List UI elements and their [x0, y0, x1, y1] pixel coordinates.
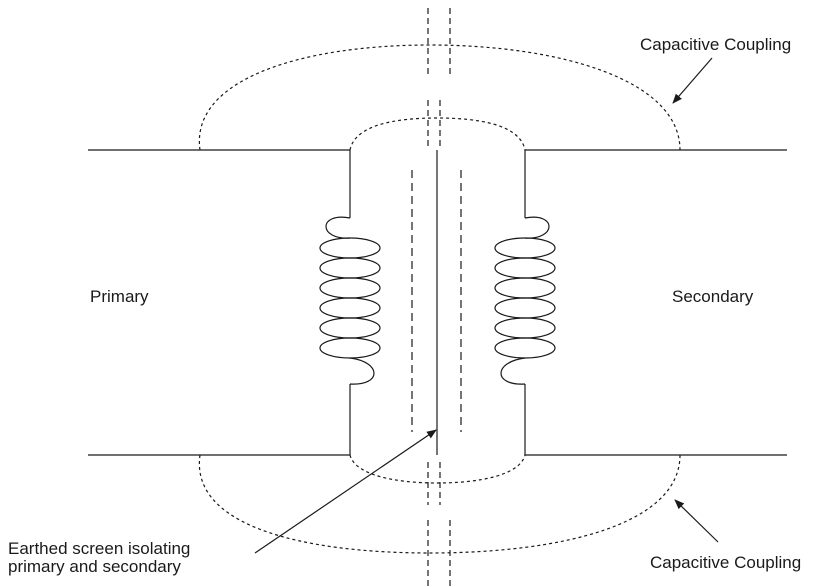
primary-label: Primary [90, 287, 149, 306]
secondary-coil [494, 216, 556, 385]
capacitive-coupling-top-arrow [672, 57, 713, 104]
capacitive-coupling-bottom-label: Capacitive Coupling [650, 553, 802, 572]
earthed-screen-label-line1: Earthed screen isolating [8, 539, 191, 558]
capacitive-coupling-top-label: Capacitive Coupling [640, 35, 792, 54]
capacitive-coupling-bottom-arrow [674, 499, 719, 543]
secondary-label: Secondary [672, 287, 754, 306]
primary-coil [319, 216, 381, 385]
inner-core-boundary-top [349, 117, 526, 151]
earthed-screen-arrow [254, 429, 437, 554]
earthed-screen-label-line2: primary and secondary [8, 557, 181, 576]
outer-capacitive-boundary-bottom [198, 454, 681, 554]
inner-core-boundary-bottom [349, 454, 526, 484]
